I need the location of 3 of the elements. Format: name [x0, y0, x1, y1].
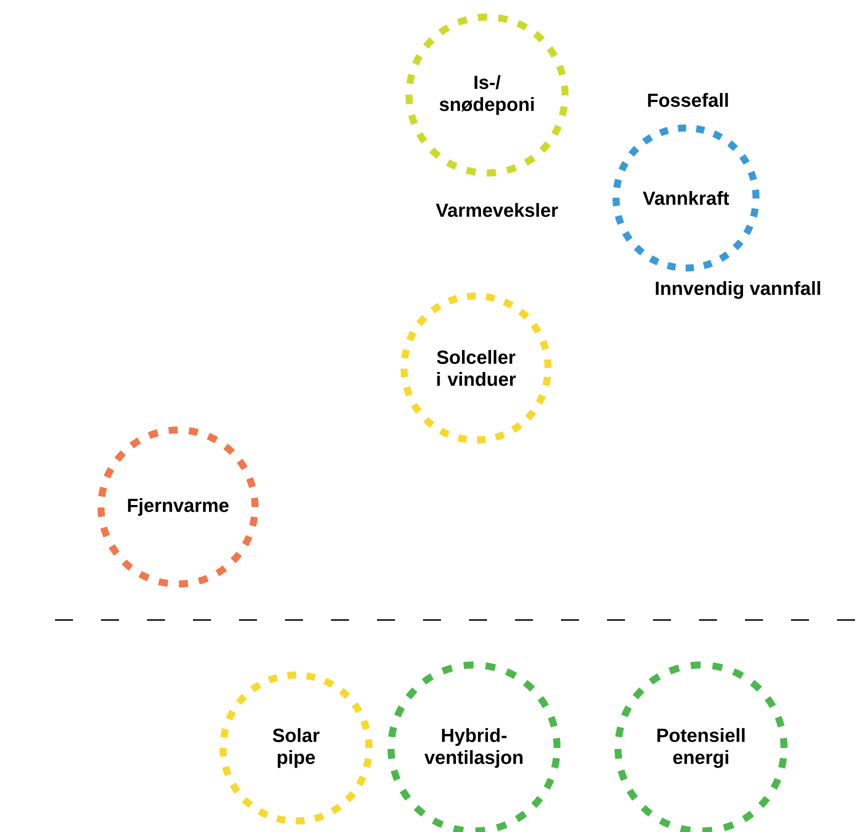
side-label: Varmeveksler	[436, 203, 558, 217]
side-label: Innvendig vannfall	[656, 281, 820, 299]
side-label: Fossefall	[648, 93, 728, 107]
